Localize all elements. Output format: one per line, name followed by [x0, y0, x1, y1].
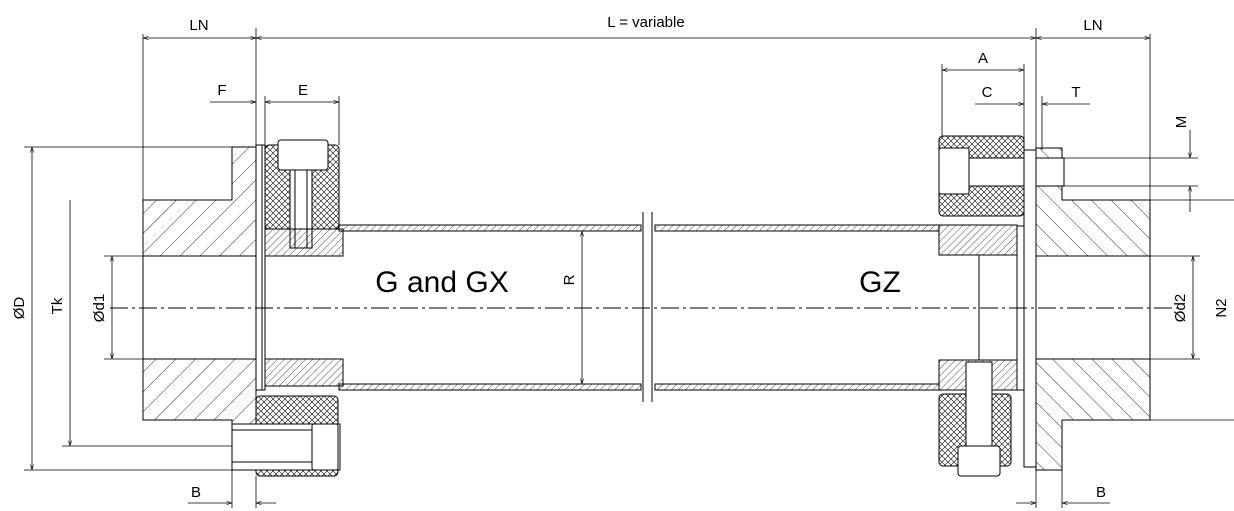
- dimension-lines: [24, 28, 1234, 508]
- label-f: F: [217, 82, 226, 99]
- label-e: E: [298, 82, 308, 99]
- label-tk: Tk: [49, 297, 66, 314]
- left-insert: [264, 228, 344, 387]
- right-hub: [1035, 147, 1151, 471]
- label-r: R: [561, 274, 578, 285]
- label-ln-left: LN: [189, 17, 208, 34]
- title-gz: GZ: [859, 266, 901, 299]
- label-od2: Ød2: [1172, 294, 1189, 322]
- label-t: T: [1071, 84, 1080, 101]
- center-tube: [338, 212, 940, 402]
- label-od1: Ød1: [91, 294, 108, 322]
- label-b-right: B: [1096, 484, 1106, 501]
- label-l-variable: L = variable: [607, 14, 684, 31]
- right-top-flange: [938, 135, 1065, 217]
- right-bottom-flange: [938, 361, 1012, 477]
- label-a: A: [978, 50, 988, 67]
- label-n2: N2: [1213, 298, 1230, 317]
- left-bottom-flange: [231, 395, 341, 477]
- label-b-left: B: [191, 484, 201, 501]
- label-m: M: [1173, 116, 1190, 129]
- label-ln-right: LN: [1083, 17, 1102, 34]
- label-od: ØD: [11, 297, 28, 320]
- left-disc: [255, 144, 266, 391]
- label-c: C: [982, 84, 993, 101]
- title-g-and-gx: G and GX: [375, 266, 508, 299]
